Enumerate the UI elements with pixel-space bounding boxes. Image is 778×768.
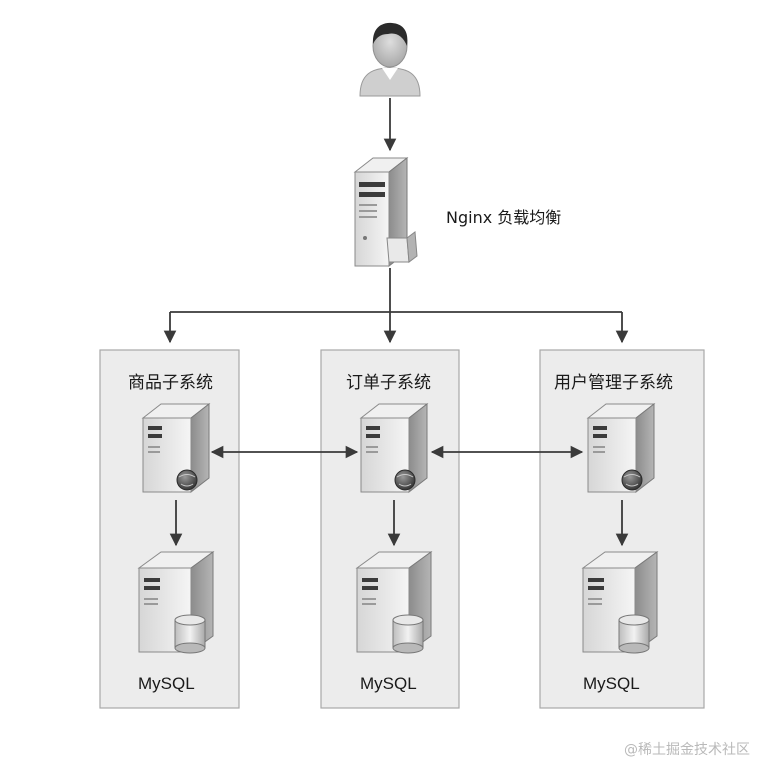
- app-server-icon: [586, 402, 656, 494]
- nginx-label: Nginx 负载均衡: [446, 208, 561, 227]
- app-server-icon: [141, 402, 211, 494]
- app-server-icon: [359, 402, 429, 494]
- user-db-label: MySQL: [583, 674, 640, 693]
- product-db-label: MySQL: [138, 674, 195, 693]
- user-subsystem-title: 用户管理子系统: [554, 373, 673, 393]
- order-subsystem-title: 订单子系统: [346, 373, 431, 393]
- load-balancer-server-icon: [353, 156, 418, 268]
- product-subsystem-title: 商品子系统: [128, 373, 213, 393]
- order-db-label: MySQL: [360, 674, 417, 693]
- database-server-icon: [581, 551, 659, 654]
- database-server-icon: [137, 551, 215, 654]
- database-server-icon: [355, 551, 433, 654]
- user-icon: [359, 22, 421, 97]
- watermark: @稀土掘金技术社区: [624, 742, 750, 758]
